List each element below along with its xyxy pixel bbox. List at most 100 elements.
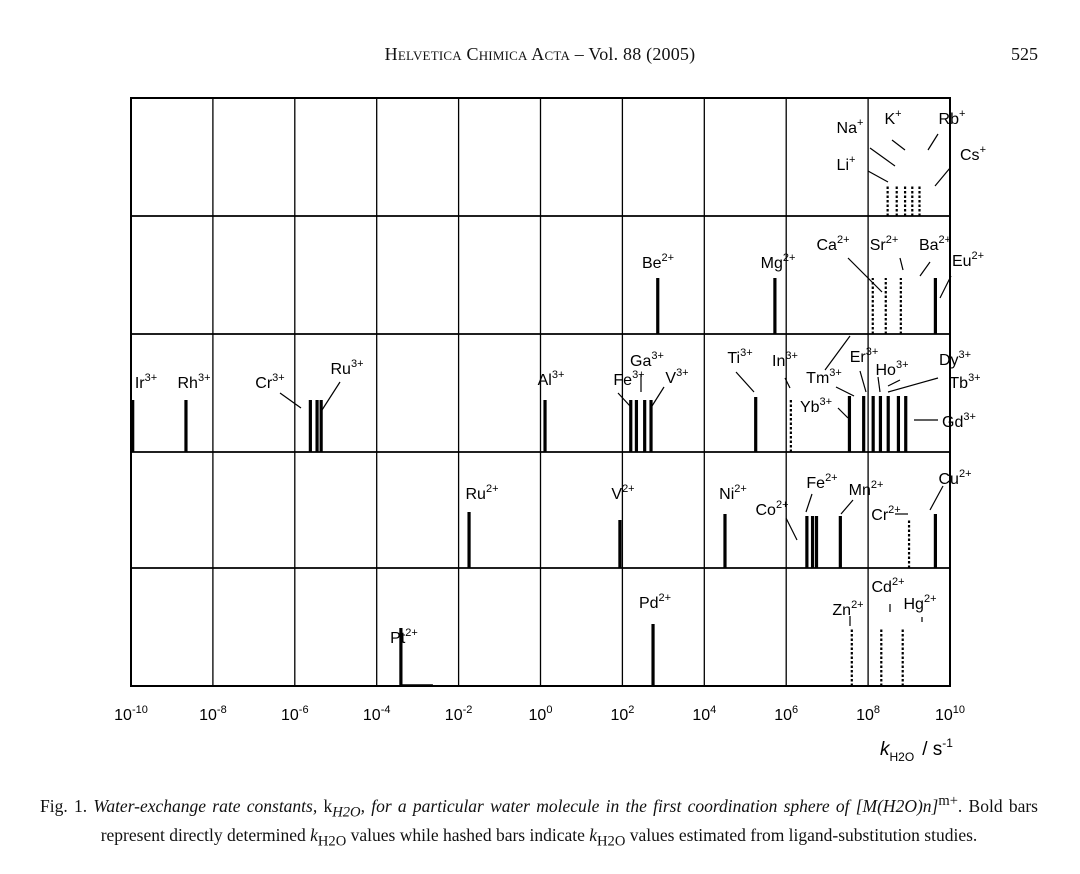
caption-fig-label: Fig. 1.: [40, 795, 88, 816]
leader-line: [934, 167, 951, 187]
journal-name: Helvetica Chimica Acta: [384, 44, 571, 64]
leader-line: [279, 392, 302, 409]
label-li-plus: Li+: [837, 154, 856, 174]
chart-bars: [131, 186, 937, 686]
chart-leader-lines: [279, 133, 952, 626]
label-cr-3plus: Cr3+: [255, 372, 284, 392]
running-head: Helvetica Chimica Acta – Vol. 88 (2005): [0, 44, 1080, 65]
x-axis-label: kH2O/ s-1: [880, 736, 953, 764]
x-tick-label: 106: [774, 704, 798, 724]
page-number: 525: [1011, 44, 1038, 64]
label-v-3plus: V3+: [665, 367, 688, 387]
leader-line: [899, 257, 904, 271]
label-ti-3plus: Ti3+: [727, 347, 752, 367]
label-v-2plus: V2+: [611, 483, 634, 503]
x-tick-label: 10-2: [445, 704, 473, 724]
label-mn-2plus: Mn2+: [849, 479, 884, 499]
label-ni-2plus: Ni2+: [719, 483, 747, 503]
journal-volume: Vol. 88 (2005): [588, 44, 696, 64]
leader-line: [805, 493, 813, 513]
leader-line: [859, 370, 867, 393]
figure-caption: Fig. 1. Water-exchange rate constants, k…: [40, 790, 1038, 854]
caption-text-3: . Bold bars represent directly determine…: [100, 795, 1038, 846]
leader-line: [919, 261, 931, 277]
leader-line: [939, 275, 952, 299]
label-in-3plus: In3+: [772, 350, 798, 370]
x-tick-label: 1010: [935, 704, 965, 724]
caption-text-5: values estimated from ligand-substitutio…: [625, 825, 978, 846]
label-dy-3plus: Dy3+: [939, 349, 971, 369]
leader-line: [927, 133, 939, 151]
chart-ion-labels: Na+K+Rb+Li+Cs+Be2+Mg2+Ca2+Sr2+Ba2+Eu2+Ir…: [135, 108, 986, 647]
label-ru-2plus: Ru2+: [466, 483, 499, 503]
x-tick-label: 108: [856, 704, 880, 724]
label-hg-2plus: Hg2+: [904, 593, 937, 613]
leader-line: [837, 407, 849, 419]
leader-line: [877, 376, 881, 393]
leader-line: [840, 499, 854, 515]
label-ho-3plus: Ho3+: [876, 359, 909, 379]
caption-k-3: k: [589, 825, 598, 846]
leader-line: [824, 335, 851, 371]
x-tick-label: 104: [692, 704, 716, 724]
x-tick-label: 100: [529, 704, 553, 724]
caption-sub-1: H2O: [332, 804, 361, 821]
caption-text-1: Water-exchange rate constants,: [87, 795, 324, 816]
leader-line: [784, 377, 791, 389]
leader-line: [785, 517, 798, 541]
leader-line: [321, 381, 341, 411]
label-sr-2plus: Sr2+: [870, 234, 899, 254]
leader-line: [887, 377, 939, 393]
x-tick-label: 10-6: [281, 704, 309, 724]
label-pt-2plus: Pt2+: [390, 627, 418, 647]
label-mg-2plus: Mg2+: [761, 252, 796, 272]
caption-charge: m+: [938, 793, 958, 809]
label-yb-3plus: Yb3+: [800, 396, 832, 416]
x-tick-label: 10-4: [363, 704, 391, 724]
label-be-2plus: Be2+: [642, 252, 674, 272]
caption-k-2: k: [310, 825, 318, 846]
leader-line: [735, 371, 755, 393]
rate-constant-chart: Na+K+Rb+Li+Cs+Be2+Mg2+Ca2+Sr2+Ba2+Eu2+Ir…: [114, 97, 986, 764]
x-axis-title: kH2O/ s-1: [880, 736, 953, 764]
x-tick-label: 10-8: [199, 704, 227, 724]
label-tm-3plus: Tm3+: [806, 367, 842, 387]
caption-text-4: values while hashed bars indicate: [346, 825, 590, 846]
label-rb-plus: Rb+: [939, 108, 966, 128]
label-al-3plus: Al3+: [538, 369, 565, 389]
label-eu-2plus: Eu2+: [952, 250, 984, 270]
caption-k-1: k: [323, 795, 333, 816]
x-tick-label: 102: [610, 704, 634, 724]
leader-line: [867, 170, 889, 183]
label-cs-plus: Cs+: [960, 144, 986, 164]
caption-sub-3: H2O: [597, 833, 626, 850]
leader-line: [651, 386, 665, 407]
leader-line: [887, 379, 901, 387]
label-fe-3plus: Fe3+: [613, 369, 644, 389]
running-head-separator: –: [570, 44, 589, 64]
label-fe-2plus: Fe2+: [806, 472, 837, 492]
label-ir-3plus: Ir3+: [135, 372, 157, 392]
label-cr-2plus: Cr2+: [871, 504, 900, 524]
label-er-3plus: Er3+: [850, 346, 879, 366]
label-zn-2plus: Zn2+: [832, 599, 863, 619]
label-na-plus: Na+: [837, 117, 864, 137]
label-pd-2plus: Pd2+: [639, 592, 671, 612]
label-k-plus: K+: [884, 108, 901, 128]
leader-line: [891, 139, 906, 151]
chart-grid: [130, 97, 951, 687]
leader-line: [617, 392, 631, 407]
label-rh-3plus: Rh3+: [178, 372, 211, 392]
label-cd-2plus: Cd2+: [872, 576, 905, 596]
caption-sub-2: H2O: [317, 833, 347, 850]
caption-text-2: , for a particular water molecule in the…: [360, 795, 850, 816]
leader-line: [835, 386, 855, 397]
label-co-2plus: Co2+: [756, 499, 789, 519]
label-ga-3plus: Ga3+: [630, 350, 664, 370]
label-ru-3plus: Ru3+: [331, 358, 364, 378]
leader-line: [929, 485, 944, 511]
label-gd-3plus: Gd3+: [942, 411, 976, 431]
label-ba-2plus: Ba2+: [919, 234, 951, 254]
leader-line: [847, 257, 883, 293]
